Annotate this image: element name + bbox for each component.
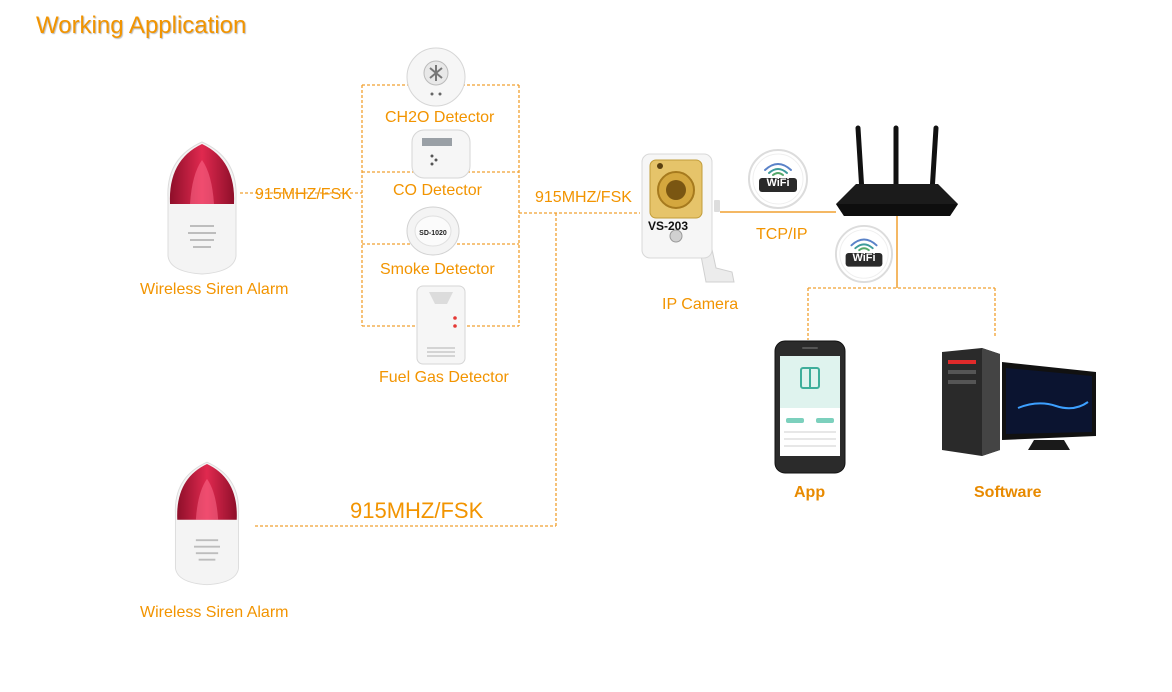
siren-icon bbox=[174, 461, 240, 586]
wifi-badge-text: WiFi bbox=[766, 177, 790, 189]
smoke-detector-icon: SD-1020 bbox=[406, 206, 460, 256]
co-detector-label: CO Detector bbox=[393, 182, 482, 199]
siren-top-label: Wireless Siren Alarm bbox=[140, 281, 289, 298]
router-icon bbox=[836, 125, 958, 216]
software-label: Software bbox=[974, 484, 1042, 501]
page-title: Working Application bbox=[36, 12, 247, 39]
wifi-badge-text: WiFi bbox=[852, 252, 876, 264]
frequency-label-left: 915MHZ/FSK bbox=[255, 186, 352, 203]
ip-camera-icon bbox=[641, 153, 735, 283]
camera-model-text: VS-203 bbox=[648, 219, 689, 233]
wifi-badge-icon: WiFi bbox=[834, 224, 894, 284]
wifi-badge-icon: WiFi bbox=[747, 148, 809, 210]
smoke-detector-label: Smoke Detector bbox=[380, 261, 495, 278]
app-label: App bbox=[794, 484, 826, 501]
smartphone-icon bbox=[774, 340, 846, 474]
ch2o-detector-icon bbox=[406, 47, 466, 107]
co-detector-icon bbox=[411, 129, 471, 179]
desktop-computer-icon bbox=[942, 348, 1096, 456]
ip-camera-label: IP Camera bbox=[662, 296, 739, 313]
tcpip-label: TCP/IP bbox=[756, 226, 808, 243]
siren-bottom-label: Wireless Siren Alarm bbox=[140, 604, 289, 621]
ch2o-detector-label: CH2O Detector bbox=[385, 109, 495, 126]
smoke-model-text: SD-1020 bbox=[419, 230, 447, 237]
fuel-gas-detector-icon bbox=[416, 285, 466, 365]
frequency-label-mid: 915MHZ/FSK bbox=[535, 189, 632, 206]
siren-icon bbox=[167, 141, 237, 275]
frequency-label-bottom: 915MHZ/FSK bbox=[350, 498, 484, 523]
fuel-gas-detector-label: Fuel Gas Detector bbox=[379, 369, 509, 386]
